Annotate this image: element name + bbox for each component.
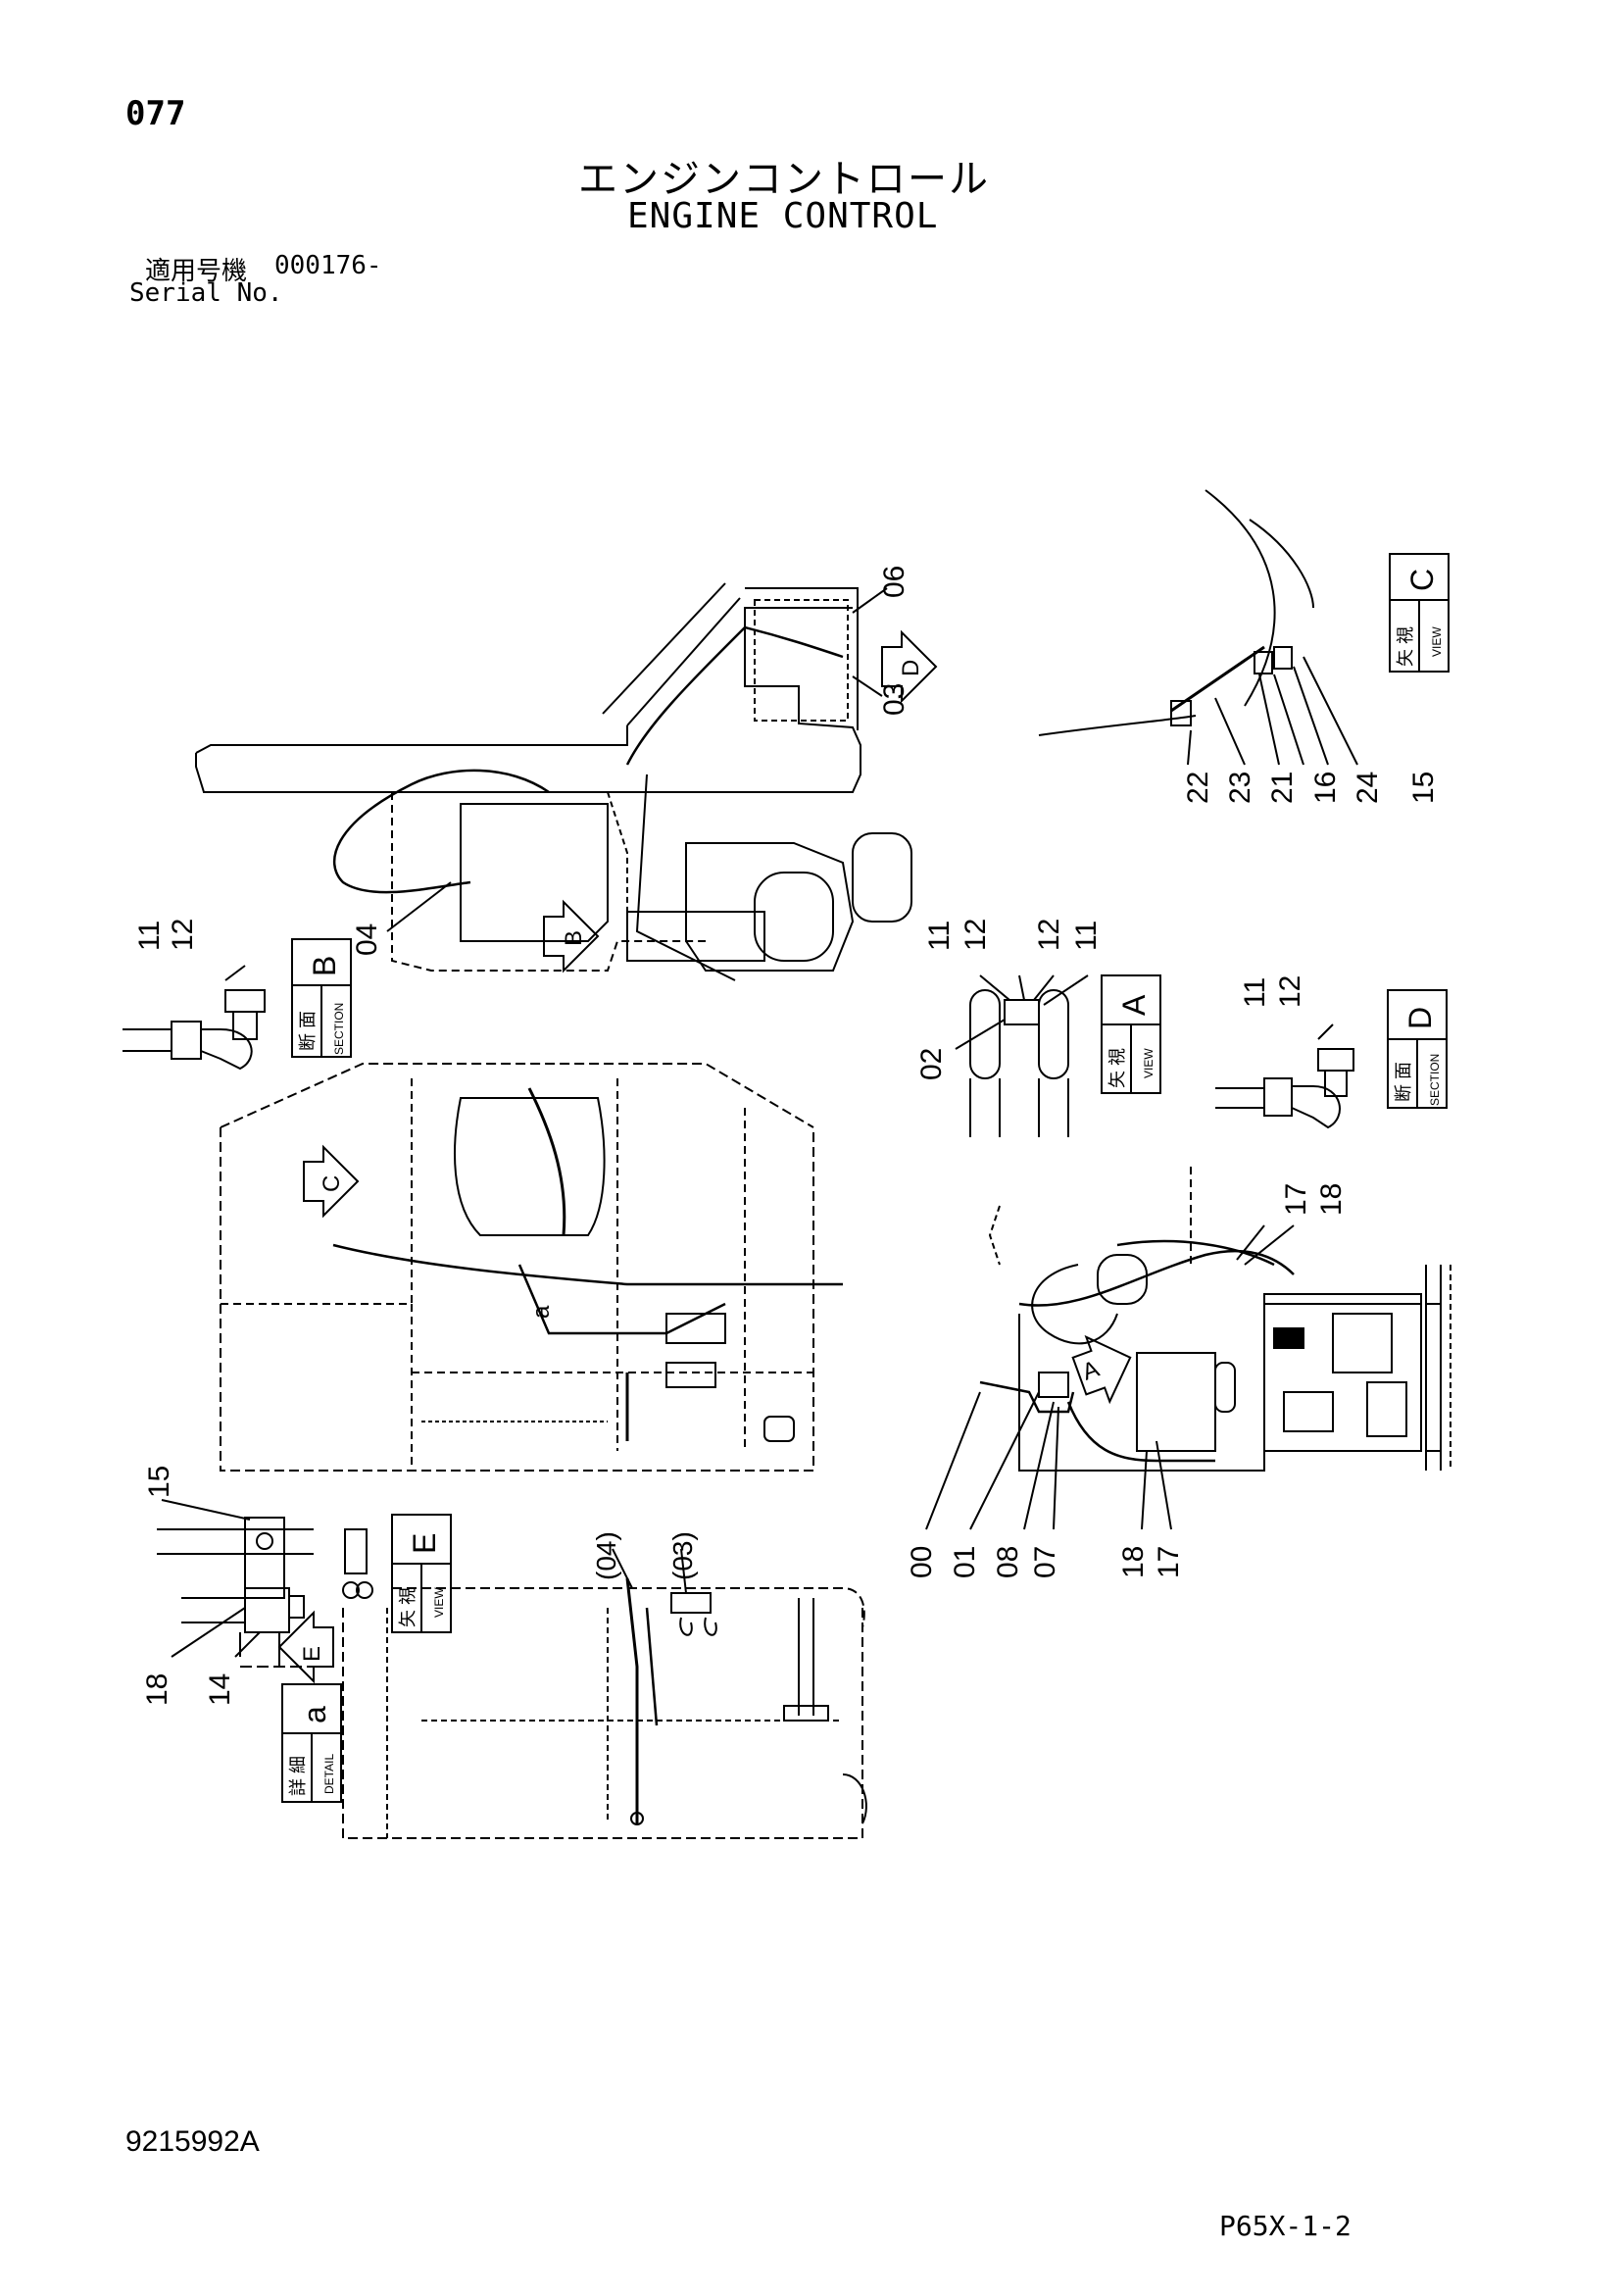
view-e-callout-15: 15 xyxy=(143,1466,175,1498)
view-c-callout-22: 22 xyxy=(1182,772,1214,804)
right-callout-18: 18 xyxy=(1315,1183,1348,1216)
view-c-callout-23: 23 xyxy=(1224,772,1256,804)
view-a-letter: A xyxy=(1116,994,1152,1016)
serial-value: 000176- xyxy=(274,251,382,280)
view-c-en: VIEW xyxy=(1430,626,1444,657)
view-e-callout-18: 18 xyxy=(141,1673,173,1706)
view-a-callout-11b: 11 xyxy=(1070,921,1103,951)
view-e-en: VIEW xyxy=(432,1587,446,1618)
detail-a-en: DETAIL xyxy=(322,1754,336,1794)
view-a-jp: 矢 視 xyxy=(1107,1048,1127,1088)
view-c-detail: 22 23 21 16 24 15 C 矢 視 VIEW xyxy=(1038,489,1450,804)
detail-a-letter: a xyxy=(297,1706,332,1723)
arrow-label-d: D xyxy=(898,660,924,676)
middle-plan-view: C a xyxy=(220,1063,843,1472)
view-c-jp: 矢 視 xyxy=(1396,626,1415,667)
serial-label-english: Serial No. xyxy=(129,278,283,308)
view-e-callout-14: 14 xyxy=(204,1673,236,1706)
section-d-en: SECTION xyxy=(1428,1054,1442,1106)
serial-label-japanese: 適用号機 xyxy=(145,257,248,286)
view-c-callout-21: 21 xyxy=(1266,772,1299,804)
detail-callout-04: (04) xyxy=(591,1531,621,1580)
view-a-callout-12b: 12 xyxy=(1033,919,1065,951)
view-c-letter: C xyxy=(1404,569,1440,591)
detail-a-jp: 詳 細 xyxy=(288,1756,308,1796)
right-callout-17b: 17 xyxy=(1153,1546,1185,1578)
right-mid-view: A 17 18 00 01 08 07 18 17 xyxy=(906,1167,1451,1578)
view-a-detail: 11 12 12 11 02 A 矢 視 VIEW xyxy=(915,919,1161,1137)
right-callout-08: 08 xyxy=(992,1546,1024,1578)
arrow-label-e: E xyxy=(299,1646,325,1662)
section-b-jp: 断 面 xyxy=(298,1011,318,1051)
title-english: ENGINE CONTROL xyxy=(627,196,939,236)
right-callout-07: 07 xyxy=(1029,1546,1061,1578)
view-a-en: VIEW xyxy=(1142,1048,1156,1078)
view-a-callout-02: 02 xyxy=(915,1048,948,1080)
drawing-number: 9215992A xyxy=(125,2125,260,2158)
section-d-letter: D xyxy=(1402,1007,1438,1029)
view-a-callout-12a: 12 xyxy=(959,919,992,951)
right-callout-17: 17 xyxy=(1280,1183,1312,1216)
top-engine-view: B D 06 03 04 xyxy=(195,566,938,981)
section-b-callout-12: 12 xyxy=(167,919,199,951)
page-number: 077 xyxy=(125,94,186,133)
arrow-label-b: B xyxy=(561,930,587,946)
detail-label-a: a xyxy=(528,1305,555,1319)
detail-callout-03: (03) xyxy=(667,1531,698,1580)
detail-a-view: (04) (03) a 詳 細 DETAIL xyxy=(240,1531,867,1839)
section-d-callout-11: 11 xyxy=(1239,977,1271,1008)
right-callout-00: 00 xyxy=(906,1546,938,1578)
callout-06: 06 xyxy=(878,566,910,598)
section-d-callout-12: 12 xyxy=(1274,975,1306,1008)
section-d-detail: 11 12 D 断 面 SECTION xyxy=(1215,975,1448,1129)
callout-04: 04 xyxy=(351,923,383,956)
arrow-label-c: C xyxy=(319,1175,345,1192)
right-callout-01: 01 xyxy=(949,1546,981,1578)
section-b-callout-11: 11 xyxy=(133,921,166,951)
title-japanese: エンジンコントロール xyxy=(578,157,990,202)
section-b-letter: B xyxy=(307,956,342,976)
view-e-jp: 矢 視 xyxy=(398,1587,418,1627)
callout-03: 03 xyxy=(878,683,910,716)
view-e-letter: E xyxy=(407,1533,442,1554)
view-c-callout-15: 15 xyxy=(1407,772,1440,804)
section-b-en: SECTION xyxy=(332,1003,346,1055)
section-d-jp: 断 面 xyxy=(1394,1062,1413,1102)
right-callout-18b: 18 xyxy=(1117,1546,1150,1578)
view-e-detail: E 15 18 14 E 矢 視 VIEW xyxy=(141,1466,452,1706)
view-c-callout-16: 16 xyxy=(1309,772,1342,804)
section-b-detail: 11 12 B 断 面 SECTION xyxy=(123,919,352,1071)
view-a-callout-11a: 11 xyxy=(923,921,956,951)
view-c-callout-24: 24 xyxy=(1352,772,1384,804)
page-code: P65X-1-2 xyxy=(1219,2210,1352,2242)
